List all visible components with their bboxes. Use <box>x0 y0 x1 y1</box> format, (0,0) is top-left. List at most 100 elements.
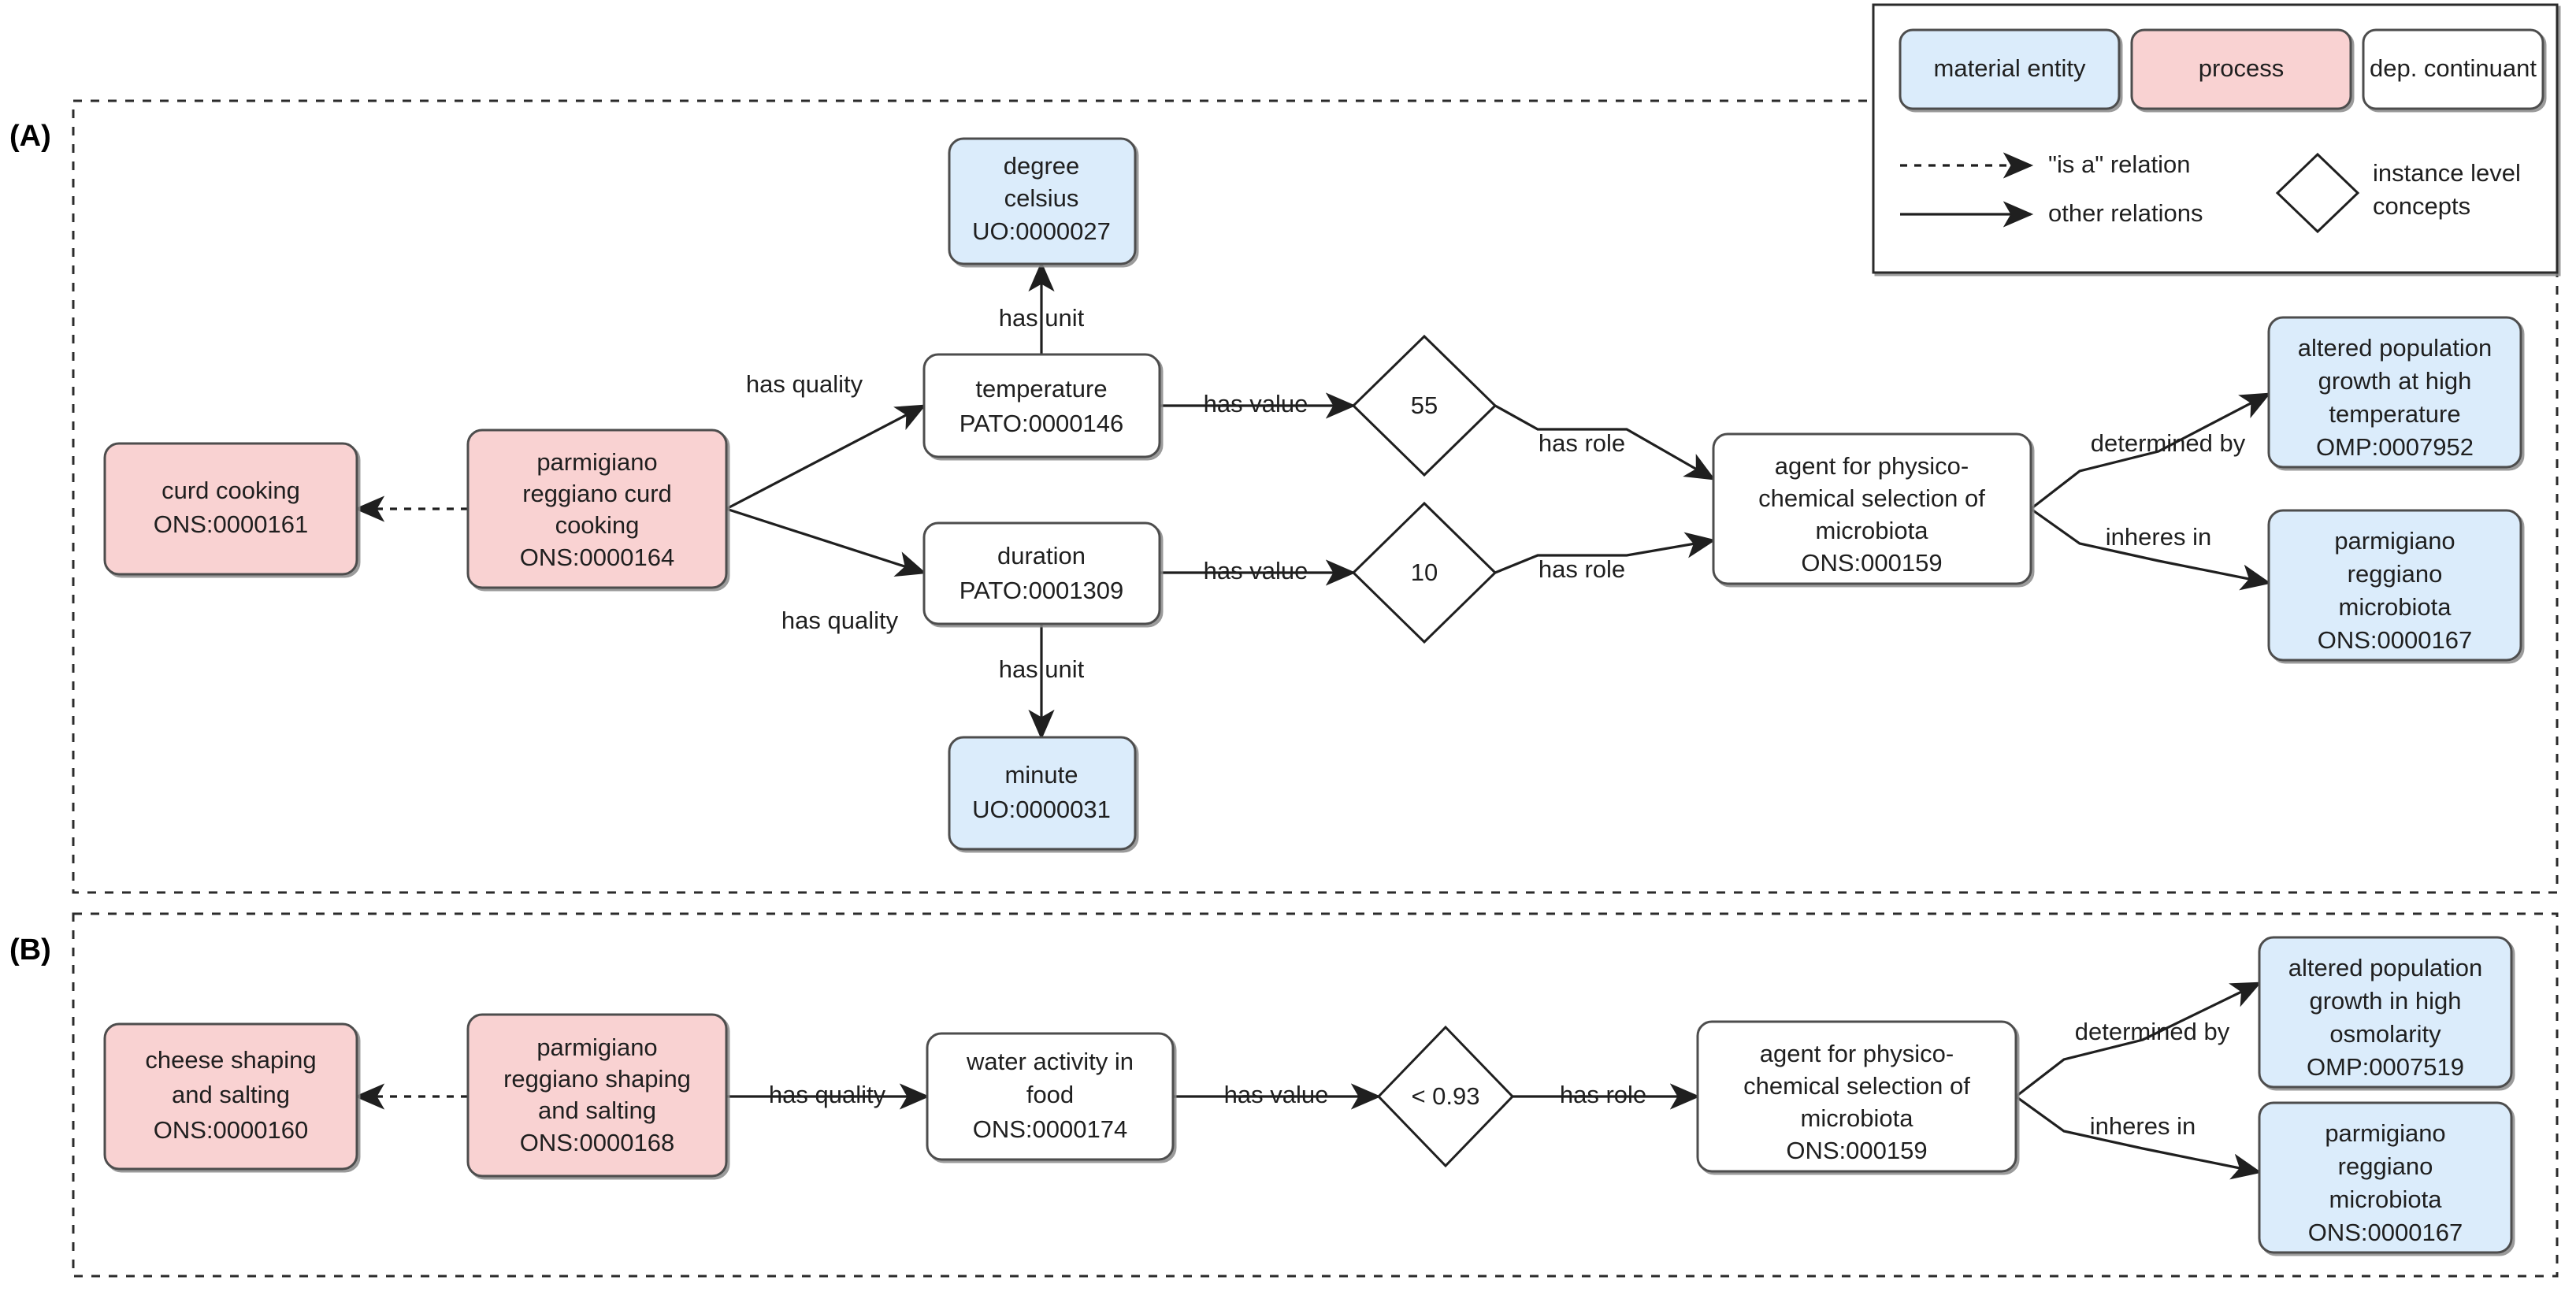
node-a-agent-line4: ONS:000159 <box>1801 549 1942 577</box>
node-b-agent-line4: ONS:000159 <box>1786 1137 1927 1164</box>
node-a-pr-curd-cooking-line4: ONS:0000164 <box>520 544 674 571</box>
node-a-duration[interactable]: duration PATO:0001309 <box>922 521 1161 625</box>
edge-label-a-has-role-10: has role <box>1539 555 1625 583</box>
legend-swatch-dep-continuant <box>2362 28 2544 110</box>
node-b-agent-line3: microbiota <box>1801 1104 1914 1132</box>
edge-label-a-determined-by: determined by <box>2091 429 2246 457</box>
edge-a-determined-by <box>2030 392 2271 510</box>
edge-label-a-has-unit-minute: has unit <box>999 655 1085 683</box>
node-a-curd-cooking-line2: ONS:0000161 <box>154 510 308 538</box>
edge-label-b-determined-by: determined by <box>2075 1018 2230 1045</box>
legend-swatch-dep-continuant-label: dep. continuant <box>2370 54 2537 82</box>
legend-swatch-process <box>2130 28 2352 110</box>
panel-b-frame <box>72 912 2559 1278</box>
node-b-agent-line2: chemical selection of <box>1743 1072 1970 1100</box>
edge-a-inheres-in <box>2030 507 2272 591</box>
node-b-altered-growth[interactable]: altered population growth in high osmola… <box>2258 936 2513 1089</box>
edge-label-a-has-value-55: has value <box>1204 390 1308 417</box>
node-b-agent[interactable]: agent for physico- chemical selection of… <box>1696 1020 2017 1173</box>
node-a-duration-line2: PATO:0001309 <box>960 577 1124 604</box>
edge-label-b-has-role: has role <box>1560 1081 1646 1108</box>
node-a-temperature-line1: temperature <box>975 375 1107 403</box>
node-a-duration-line1: duration <box>997 542 1086 570</box>
node-a-minute-line2: UO:0000031 <box>972 796 1111 823</box>
node-b-pr-shaping-line2: reggiano shaping <box>503 1065 691 1093</box>
node-b-altered-growth-line4: OMP:0007519 <box>2307 1053 2464 1081</box>
node-a-pr-microbiota-line1: parmigiano <box>2334 527 2455 555</box>
node-b-cheese-shaping-line1: cheese shaping <box>145 1046 316 1074</box>
node-a-agent-line3: microbiota <box>1816 517 1929 544</box>
node-a-altered-growth-line4: OMP:0007952 <box>2316 433 2474 461</box>
node-b-altered-growth-line2: growth in high <box>2309 987 2461 1015</box>
edge-label-b-inheres-in: inheres in <box>2090 1112 2196 1140</box>
legend-swatch-material-entity-label: material entity <box>1934 54 2086 82</box>
node-b-pr-microbiota[interactable]: parmigiano reggiano microbiota ONS:00001… <box>2258 1101 2513 1254</box>
node-b-cheese-shaping-line3: ONS:0000160 <box>154 1116 308 1144</box>
node-b-pr-shaping[interactable]: parmigiano reggiano shaping and salting … <box>466 1013 728 1178</box>
node-a-pr-curd-cooking[interactable]: parmigiano reggiano curd cooking ONS:000… <box>466 429 728 589</box>
node-a-degree-celsius-line1: degree <box>1004 152 1080 180</box>
edge-label-b-has-value: has value <box>1224 1081 1329 1108</box>
legend-other-label: other relations <box>2048 199 2203 227</box>
node-a-value-10[interactable]: 10 <box>1351 501 1498 644</box>
node-a-minute[interactable]: minute UO:0000031 <box>948 736 1137 851</box>
node-b-cheese-shaping-line2: and salting <box>172 1081 290 1108</box>
edge-label-a-inheres-in: inheres in <box>2106 523 2211 551</box>
node-a-degree-celsius-line2: celsius <box>1004 184 1079 212</box>
node-a-pr-microbiota-line4: ONS:0000167 <box>2318 626 2472 654</box>
node-b-value-093[interactable]: < 0.93 <box>1376 1025 1515 1168</box>
node-b-altered-growth-line1: altered population <box>2288 954 2482 981</box>
node-a-pr-curd-cooking-line3: cooking <box>555 511 640 539</box>
node-a-pr-microbiota-line2: reggiano <box>2348 560 2443 588</box>
edge-label-a-has-quality-duration: has quality <box>781 607 899 634</box>
node-a-value-55-label: 55 <box>1411 391 1438 419</box>
node-a-altered-growth-line3: temperature <box>2329 400 2460 428</box>
edge-label-a-has-quality-temperature: has quality <box>746 370 863 398</box>
edge-a-has-role-55 <box>1494 404 1716 481</box>
node-a-curd-cooking[interactable]: curd cooking ONS:0000161 <box>103 442 358 576</box>
panel-a-label: (A) <box>9 120 51 153</box>
node-b-pr-microbiota-line1: parmigiano <box>2325 1119 2445 1147</box>
node-b-cheese-shaping[interactable]: cheese shaping and salting ONS:0000160 <box>103 1022 358 1171</box>
node-a-altered-growth[interactable]: altered population growth at high temper… <box>2267 316 2522 469</box>
node-a-curd-cooking-line1: curd cooking <box>161 477 300 504</box>
edge-a-has-role-10 <box>1494 532 1717 574</box>
node-a-degree-celsius-line3: UO:0000027 <box>972 217 1111 245</box>
node-b-pr-shaping-line3: and salting <box>538 1096 656 1124</box>
node-b-pr-shaping-line4: ONS:0000168 <box>520 1129 674 1156</box>
node-a-altered-growth-line2: growth at high <box>2318 367 2472 395</box>
node-a-pr-curd-cooking-line1: parmigiano <box>536 448 657 476</box>
node-b-agent-line1: agent for physico- <box>1760 1040 1954 1067</box>
node-b-water-activity-line2: food <box>1026 1081 1074 1108</box>
edge-b-inheres-in <box>2015 1095 2262 1180</box>
legend-swatch-material-entity <box>1899 28 2121 110</box>
node-b-pr-microbiota-line3: microbiota <box>2329 1186 2443 1213</box>
node-a-agent-line2: chemical selection of <box>1758 484 1985 512</box>
node-b-water-activity[interactable]: water activity in food ONS:0000174 <box>926 1032 1175 1161</box>
edge-label-a-has-role-55: has role <box>1539 429 1625 457</box>
edge-label-b-has-quality: has quality <box>769 1081 886 1108</box>
node-b-water-activity-line1: water activity in <box>966 1048 1134 1075</box>
edge-b-determined-by <box>2015 981 2262 1098</box>
node-b-pr-shaping-line1: parmigiano <box>536 1033 657 1061</box>
node-a-temperature-line2: PATO:0000146 <box>960 410 1124 437</box>
node-b-altered-growth-line3: osmolarity <box>2329 1020 2441 1048</box>
edge-label-a-has-value-10: has value <box>1204 557 1308 584</box>
edge-a-has-quality-duration <box>726 507 927 577</box>
panel-b-label: (B) <box>9 933 51 967</box>
edge-a-has-quality-temperature <box>726 404 926 510</box>
node-a-pr-curd-cooking-line2: reggiano curd <box>522 480 672 507</box>
node-a-value-55[interactable]: 55 <box>1351 334 1498 477</box>
legend-isa-label: "is a" relation <box>2048 150 2191 178</box>
node-a-agent[interactable]: agent for physico- chemical selection of… <box>1712 432 2032 585</box>
node-a-value-10-label: 10 <box>1411 558 1438 586</box>
node-a-temperature[interactable]: temperature PATO:0000146 <box>922 353 1161 458</box>
node-b-value-093-label: < 0.93 <box>1411 1082 1479 1110</box>
node-a-pr-microbiota[interactable]: parmigiano reggiano microbiota ONS:00001… <box>2267 509 2522 662</box>
legend-swatch-process-label: process <box>2199 54 2285 82</box>
node-b-water-activity-line3: ONS:0000174 <box>973 1115 1127 1143</box>
panel-a-frame <box>72 99 2559 894</box>
node-a-degree-celsius[interactable]: degree celsius UO:0000027 <box>948 137 1137 265</box>
node-a-altered-growth-line1: altered population <box>2298 334 2492 362</box>
